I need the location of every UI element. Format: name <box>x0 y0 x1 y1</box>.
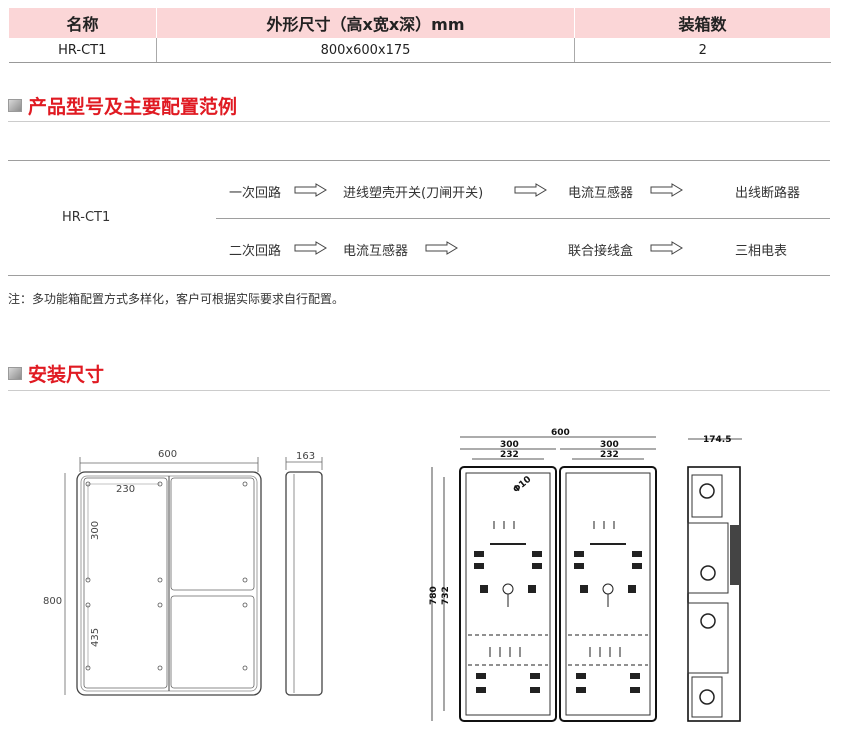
spec-header-count: 装箱数 <box>574 8 831 38</box>
spec-header-row: 名称 外形尺寸（高x宽x深）mm 装箱数 <box>8 8 831 38</box>
config-row2-step1: 二次回路 <box>229 244 282 259</box>
spec-header-name: 名称 <box>8 8 157 38</box>
config-model: HR-CT1 <box>62 210 111 225</box>
dim-lower-height: 435 <box>90 628 101 647</box>
arrow-right-icon <box>425 241 458 255</box>
config-note: 注：多功能箱配置方式多样化，客户可根据实际要求自行配置。 <box>8 292 345 306</box>
dim-inner-1: 232 <box>500 450 519 460</box>
config-table-top-border <box>8 160 830 161</box>
dim-depth: 163 <box>296 451 315 462</box>
arrow-right-icon <box>514 183 547 197</box>
dim-inner-width: 230 <box>116 484 135 495</box>
spec-table: 名称 外形尺寸（高x宽x深）mm 装箱数 HR-CT1 800x600x175 … <box>8 8 831 63</box>
config-row2-step3: 联合接线盒 <box>568 244 634 259</box>
dim-upper-height: 300 <box>90 521 101 540</box>
config-table-bottom-border <box>8 275 830 276</box>
config-row2-step4: 三相电表 <box>735 244 788 259</box>
arrow-right-icon <box>650 183 683 197</box>
dim-outer-height: 780 <box>429 586 439 605</box>
arrow-right-icon <box>294 241 327 255</box>
dim-total: 600 <box>551 428 570 438</box>
spec-cell-name: HR-CT1 <box>8 38 157 63</box>
section-install-header: 安装尺寸 <box>8 360 104 387</box>
config-table-middle-border <box>216 218 830 219</box>
section-config-header: 产品型号及主要配置范例 <box>8 92 237 119</box>
config-row2-step2: 电流互感器 <box>343 244 409 259</box>
dim-half-2: 300 <box>600 440 619 450</box>
dim-height: 800 <box>43 596 62 607</box>
section-bullet-icon <box>8 99 22 112</box>
config-row1-step3: 电流互感器 <box>568 186 634 201</box>
dim-width: 600 <box>158 449 177 460</box>
internal-drawing: 600 300 300 232 232 780 732 Φ10 <box>429 428 742 722</box>
spec-row: HR-CT1 800x600x175 2 <box>8 38 831 63</box>
section-bullet-icon <box>8 367 22 380</box>
section-divider <box>8 121 830 122</box>
config-row1-step4: 出线断路器 <box>735 186 801 201</box>
spec-header-size: 外形尺寸（高x宽x深）mm <box>156 8 575 38</box>
dim-inner-2: 232 <box>600 450 619 460</box>
config-row1-step2: 进线塑壳开关(刀闸开关) <box>343 186 484 201</box>
dim-inner-height: 732 <box>441 586 451 605</box>
section-divider <box>8 390 830 391</box>
spec-cell-size: 800x600x175 <box>156 38 575 63</box>
section-config-title: 产品型号及主要配置范例 <box>28 96 238 118</box>
spec-cell-count: 2 <box>574 38 831 63</box>
dim-hole: Φ10 <box>512 475 534 496</box>
config-row1-step1: 一次回路 <box>229 186 282 201</box>
arrow-right-icon <box>650 241 683 255</box>
outline-drawing: 600 800 230 300 435 163 <box>43 449 323 696</box>
dim-side-depth: 174.5 <box>703 435 731 445</box>
arrow-right-icon <box>294 183 327 197</box>
section-install-title: 安装尺寸 <box>28 364 105 386</box>
dim-half-1: 300 <box>500 440 519 450</box>
